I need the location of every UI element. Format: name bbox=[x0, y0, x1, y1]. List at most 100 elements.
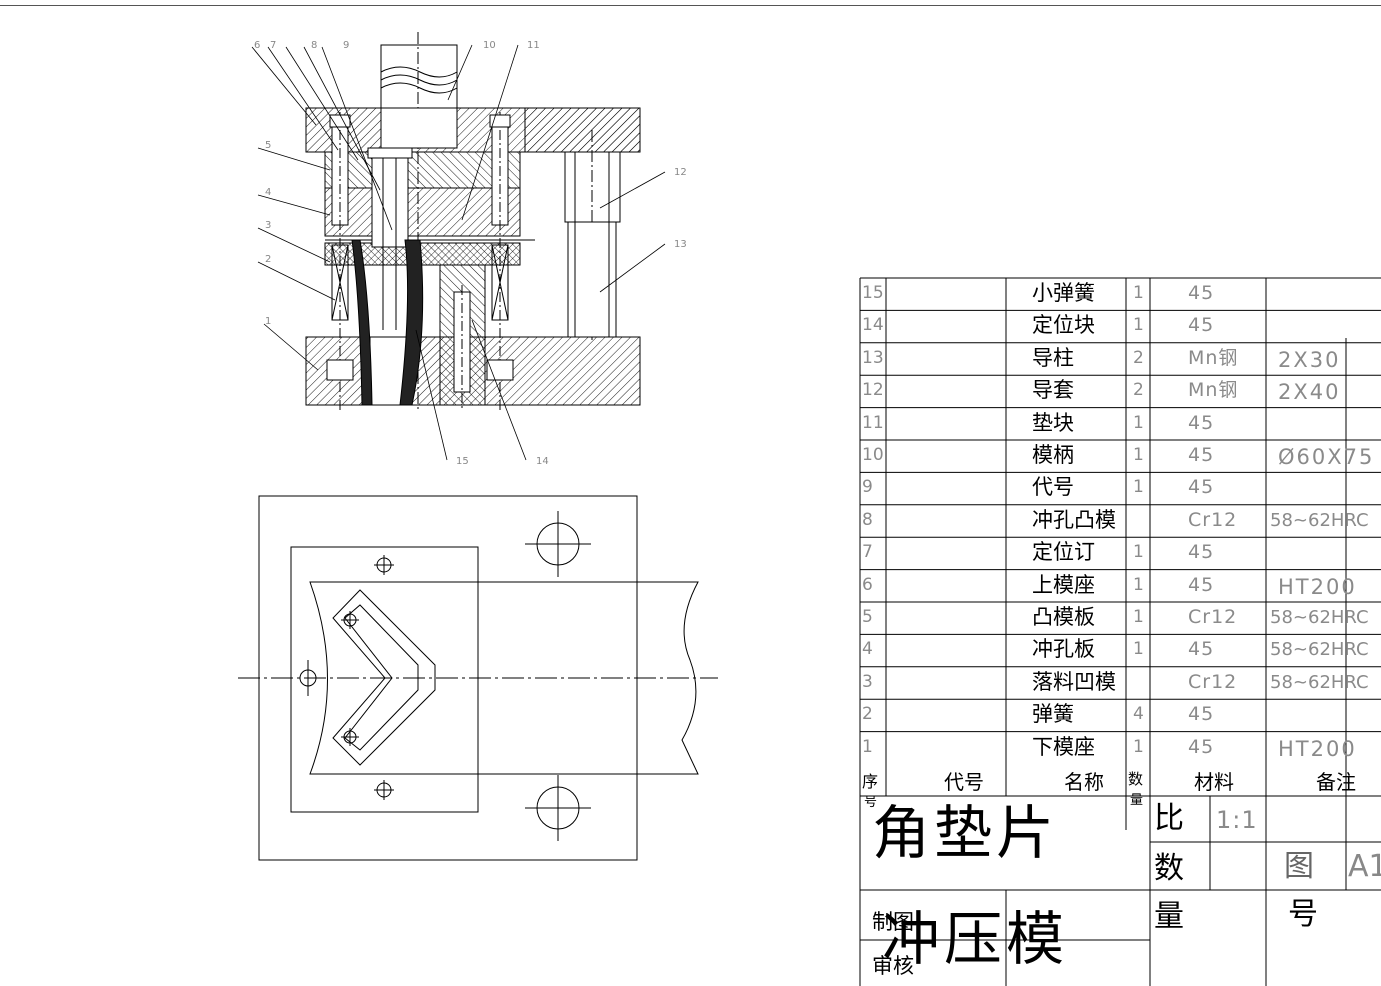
header-note: 备注 bbox=[1316, 770, 1356, 794]
part-no: 11 bbox=[862, 412, 884, 433]
part-material: Mn钢 bbox=[1188, 379, 1239, 402]
part-qty: 1 bbox=[1133, 445, 1144, 465]
balloon-3: 3 bbox=[265, 220, 271, 231]
drawing-label: 图 bbox=[1284, 849, 1314, 884]
scale-value: 1:1 bbox=[1216, 806, 1258, 834]
part-no: 8 bbox=[862, 509, 873, 530]
part-material: 45 bbox=[1188, 411, 1215, 434]
v-part bbox=[332, 589, 436, 766]
part-note: HT200 bbox=[1278, 736, 1357, 761]
balloon-9: 9 bbox=[343, 40, 349, 51]
part-material: 45 bbox=[1188, 573, 1215, 596]
drawing-title-line1: 角垫片 bbox=[872, 799, 1059, 867]
drawing-size: A1 bbox=[1348, 849, 1381, 884]
header-material: 材料 bbox=[1194, 770, 1234, 794]
part-material: 45 bbox=[1188, 703, 1215, 726]
part-material: 45 bbox=[1188, 476, 1215, 499]
title-block-lines bbox=[859, 277, 1381, 986]
balloon-15: 15 bbox=[456, 456, 469, 467]
part-name: 弹簧 bbox=[1032, 702, 1074, 727]
header-qty: 数 bbox=[1128, 770, 1144, 788]
part-no: 13 bbox=[862, 347, 884, 368]
balloon-11: 11 bbox=[527, 40, 540, 51]
part-no: 4 bbox=[862, 639, 873, 660]
part-material: Cr12 bbox=[1188, 606, 1238, 628]
part-note: 58~62HRC bbox=[1270, 639, 1369, 661]
made-by-label: 制图 bbox=[872, 910, 914, 934]
part-name: 凸模板 bbox=[1032, 605, 1095, 629]
balloon-12: 12 bbox=[674, 167, 687, 178]
part-qty: 1 bbox=[1133, 607, 1144, 627]
part-no: 9 bbox=[862, 477, 873, 498]
part-name: 模柄 bbox=[1032, 443, 1074, 467]
part-name: 垫块 bbox=[1032, 410, 1074, 435]
front-section-view bbox=[251, 32, 666, 461]
part-material: 45 bbox=[1188, 541, 1215, 564]
part-note: 58~62HRC bbox=[1270, 671, 1369, 693]
part-name: 上模座 bbox=[1032, 572, 1095, 597]
punch-plate bbox=[324, 151, 521, 189]
part-qty: 2 bbox=[1133, 347, 1144, 368]
part-material: 45 bbox=[1188, 282, 1215, 304]
balloon-labels: 1 2 3 4 5 6 7 8 9 10 11 12 13 14 15 bbox=[254, 40, 687, 467]
header-name: 名称 bbox=[1064, 770, 1104, 794]
part-qty: 1 bbox=[1133, 639, 1144, 660]
part-no: 1 bbox=[862, 736, 873, 757]
balloon-7: 7 bbox=[270, 40, 276, 51]
punch bbox=[371, 151, 409, 248]
guide-pillar bbox=[567, 221, 617, 338]
part-qty: 1 bbox=[1133, 477, 1144, 498]
part-qty: 1 bbox=[1133, 542, 1144, 563]
part-name: 导套 bbox=[1032, 378, 1074, 403]
part-material: 45 bbox=[1188, 638, 1215, 661]
die-plate-outline bbox=[290, 546, 479, 813]
part-no: 6 bbox=[862, 574, 873, 595]
weight-label: 量 bbox=[1154, 899, 1184, 934]
balloon-8: 8 bbox=[311, 40, 317, 51]
scale-label: 比 bbox=[1154, 801, 1184, 836]
part-no: 12 bbox=[862, 380, 884, 401]
header-code: 代号 bbox=[944, 770, 984, 794]
part-qty: 1 bbox=[1133, 736, 1144, 757]
part-qty: 1 bbox=[1133, 315, 1144, 336]
part-note: Ø60X75 bbox=[1278, 445, 1375, 469]
part-name: 冲孔板 bbox=[1032, 637, 1095, 662]
part-material: 45 bbox=[1188, 444, 1215, 466]
part-name: 导柱 bbox=[1032, 345, 1074, 370]
balloon-2: 2 bbox=[265, 254, 271, 265]
balloon-10: 10 bbox=[483, 40, 496, 51]
part-name: 定位订 bbox=[1032, 540, 1095, 565]
header-seq: 序 bbox=[862, 772, 879, 791]
count-label: 数 bbox=[1154, 851, 1184, 886]
number-label: 号 bbox=[1288, 897, 1318, 932]
part-note: 58~62HRC bbox=[1270, 509, 1369, 531]
part-material: Cr12 bbox=[1188, 670, 1238, 693]
part-no: 7 bbox=[862, 542, 873, 563]
header-seq2: 号 bbox=[864, 795, 878, 810]
part-note: 2X30 bbox=[1278, 347, 1341, 372]
balloon-14: 14 bbox=[536, 456, 549, 467]
balloon-4: 4 bbox=[265, 187, 271, 198]
part-qty: 1 bbox=[1133, 574, 1144, 595]
part-material: Mn钢 bbox=[1188, 346, 1239, 369]
plan-view bbox=[238, 495, 718, 861]
part-no: 5 bbox=[862, 607, 873, 627]
checked-by-label: 审核 bbox=[872, 954, 914, 978]
part-name: 下模座 bbox=[1032, 734, 1095, 759]
part-note: 58~62HRC bbox=[1270, 607, 1369, 628]
part-qty: 2 bbox=[1133, 380, 1144, 401]
part-no: 3 bbox=[862, 671, 873, 692]
part-material: Cr12 bbox=[1188, 508, 1238, 531]
part-name: 代号 bbox=[1032, 475, 1074, 500]
part-name: 冲孔凸模 bbox=[1032, 507, 1116, 532]
part-name: 小弹簧 bbox=[1032, 281, 1095, 305]
balloon-6: 6 bbox=[254, 40, 260, 51]
strip bbox=[309, 581, 699, 775]
part-no: 2 bbox=[862, 704, 873, 725]
blanking-die bbox=[324, 242, 521, 266]
balloon-5: 5 bbox=[265, 140, 271, 151]
balloon-1: 1 bbox=[265, 316, 271, 327]
part-no: 14 bbox=[862, 315, 884, 336]
part-qty: 1 bbox=[1133, 412, 1144, 433]
